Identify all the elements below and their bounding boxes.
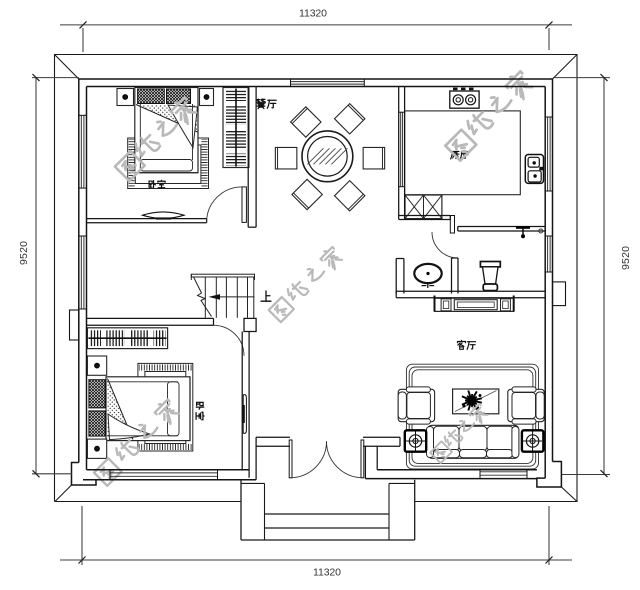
svg-text:11320: 11320 bbox=[299, 8, 327, 20]
svg-text:11320: 11320 bbox=[313, 567, 341, 579]
svg-text:9520: 9520 bbox=[620, 246, 632, 270]
svg-text:9520: 9520 bbox=[18, 241, 30, 265]
